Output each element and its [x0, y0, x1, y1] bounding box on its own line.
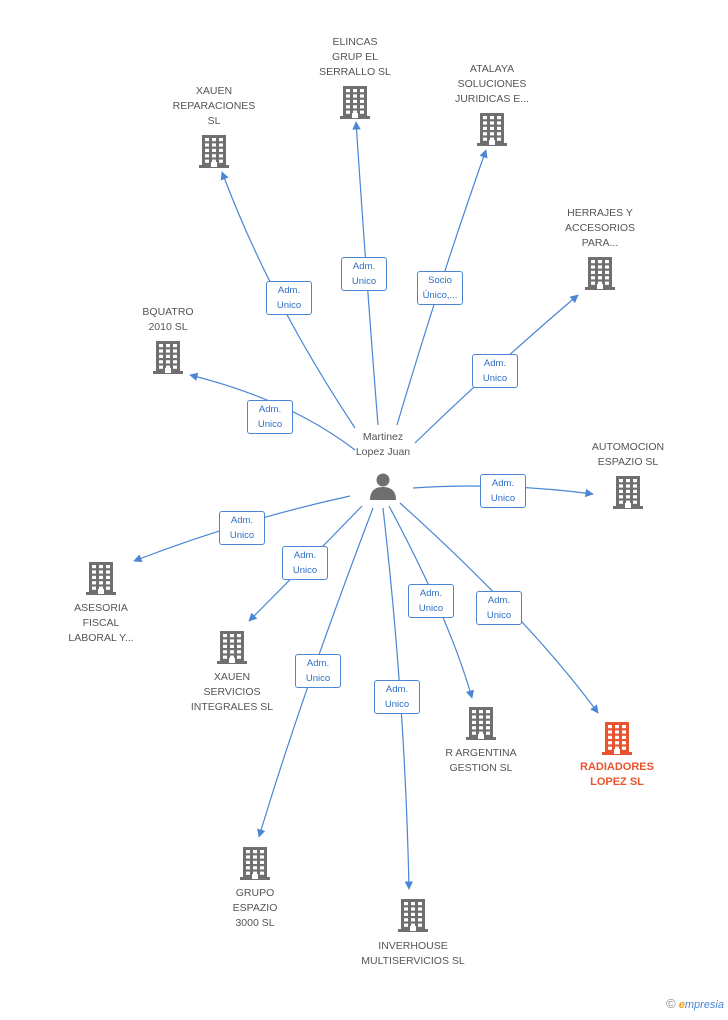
node-label-atalaya[interactable]: ATALAYA SOLUCIONES JURIDICAS E...	[454, 63, 530, 105]
edge-label-asesoria[interactable]: Adm. Unico	[219, 511, 265, 545]
center-person-label[interactable]: Martinez Lopez Juan	[355, 431, 411, 458]
building-icon[interactable]	[475, 111, 509, 147]
building-icon[interactable]	[197, 133, 231, 169]
building-icon[interactable]	[396, 897, 430, 933]
building-icon[interactable]	[583, 255, 617, 291]
building-icon[interactable]	[611, 474, 645, 510]
building-icon[interactable]	[84, 560, 118, 596]
building-icon[interactable]	[600, 720, 634, 756]
brand-logo-e: e	[678, 999, 685, 1011]
edge-label-bquatro[interactable]: Adm. Unico	[247, 400, 293, 434]
edge-label-herrajes[interactable]: Adm. Unico	[472, 354, 518, 388]
copyright-symbol: ©	[666, 996, 676, 1011]
node-label-radiadores[interactable]: RADIADORES LOPEZ SL	[580, 761, 654, 788]
building-icon[interactable]	[464, 705, 498, 741]
edge-label-atalaya[interactable]: Socio Único,...	[417, 271, 463, 305]
edge-label-automocion[interactable]: Adm. Unico	[480, 474, 526, 508]
edge-label-xauen-servicios[interactable]: Adm. Unico	[282, 546, 328, 580]
edge-label-elincas[interactable]: Adm. Unico	[341, 257, 387, 291]
node-label-elincas[interactable]: ELINCAS GRUP EL SERRALLO SL	[319, 36, 391, 78]
edge-label-r-argentina[interactable]: Adm. Unico	[408, 584, 454, 618]
edge-label-xauen-reparaciones[interactable]: Adm. Unico	[266, 281, 312, 315]
building-icon[interactable]	[338, 84, 372, 120]
node-label-bquatro[interactable]: BQUATRO 2010 SL	[142, 306, 194, 333]
node-label-inverhouse[interactable]: INVERHOUSE MULTISERVICIOS SL	[361, 940, 465, 967]
building-icon[interactable]	[151, 339, 185, 375]
edge-label-inverhouse[interactable]: Adm. Unico	[374, 680, 420, 714]
footer-brand: © empresia	[666, 996, 724, 1011]
node-label-xauen-reparaciones[interactable]: XAUEN REPARACIONES SL	[172, 85, 256, 127]
node-label-herrajes[interactable]: HERRAJES Y ACCESORIOS PARA...	[564, 207, 635, 249]
node-label-asesoria[interactable]: ASESORIA FISCAL LABORAL Y...	[68, 602, 134, 644]
person-icon[interactable]	[368, 471, 398, 501]
node-label-automocion[interactable]: AUTOMOCION ESPAZIO SL	[591, 441, 665, 468]
node-label-r-argentina[interactable]: R ARGENTINA GESTION SL	[445, 747, 517, 774]
edge-label-grupo-espazio[interactable]: Adm. Unico	[295, 654, 341, 688]
edge-label-radiadores[interactable]: Adm. Unico	[476, 591, 522, 625]
node-label-grupo-espazio[interactable]: GRUPO ESPAZIO 3000 SL	[232, 887, 278, 929]
building-icon[interactable]	[215, 629, 249, 665]
building-icon[interactable]	[238, 845, 272, 881]
node-label-xauen-servicios[interactable]: XAUEN SERVICIOS INTEGRALES SL	[190, 671, 274, 713]
brand-name: mpresia	[684, 999, 724, 1011]
